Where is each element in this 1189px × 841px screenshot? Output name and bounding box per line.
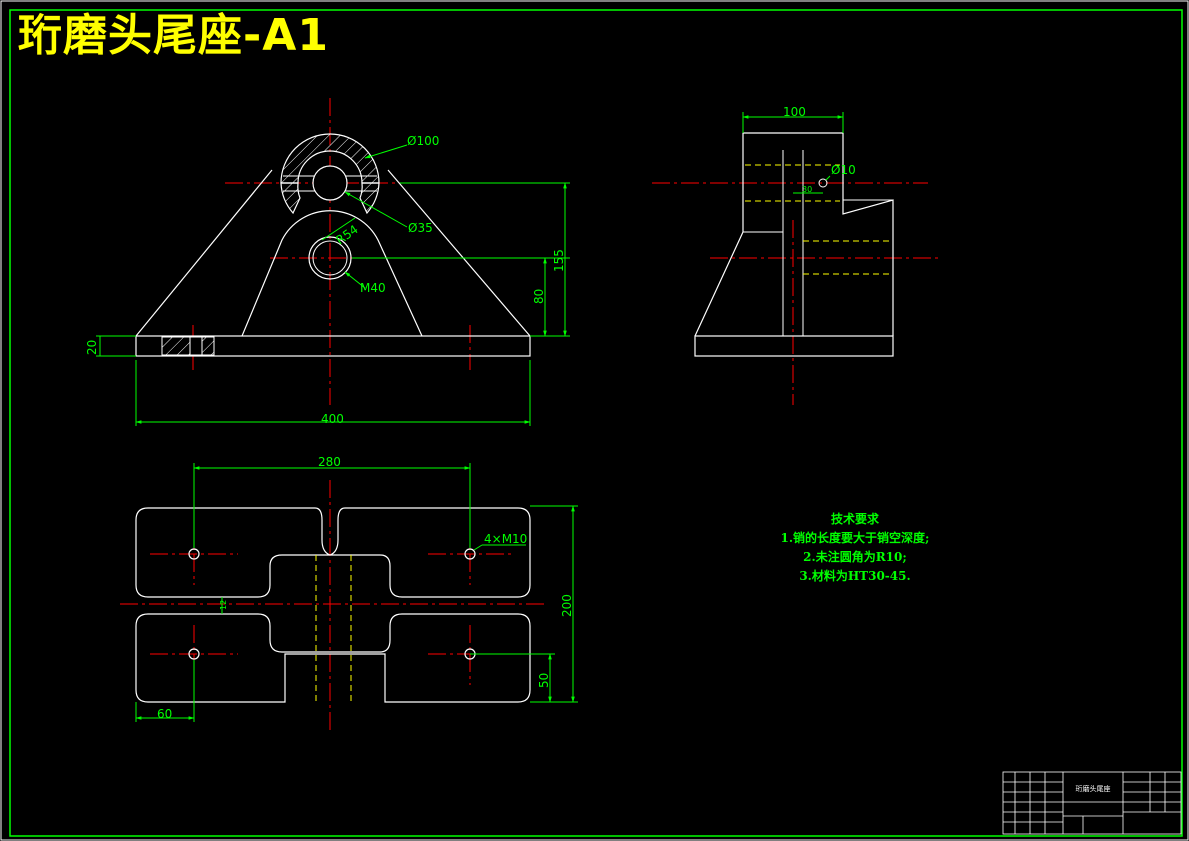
dim-r54: R54 [333, 222, 360, 247]
drawing-title: 珩磨头尾座-A1 [18, 10, 329, 61]
technical-requirements: 技术要求 1.销的长度要大于销空深度; 2.未注圆角为R10; 3.材料为HT3… [755, 510, 955, 586]
tech-req-item-2: 2.未注圆角为R10; [803, 550, 907, 564]
tech-req-item-1: 1.销的长度要大于销空深度; [780, 531, 930, 545]
dim-80: 80 [532, 289, 546, 304]
dim-200: 200 [560, 594, 574, 617]
dim-155: 155 [552, 249, 566, 272]
dim-12: 12 [219, 600, 228, 610]
dim-400: 400 [321, 412, 344, 426]
front-view [96, 98, 570, 426]
dim-4xm10: 4×M10 [484, 532, 527, 546]
dim-phi10: Ø10 [831, 163, 856, 177]
tech-req-item-3: 3.材料为HT30-45. [799, 569, 911, 583]
dim-20: 20 [85, 340, 99, 355]
dim-phi100: Ø100 [407, 134, 439, 148]
dim-m40: M40 [360, 281, 386, 295]
dim-30: 30 [802, 185, 812, 194]
dim-100: 100 [783, 105, 806, 119]
dim-280: 280 [318, 455, 341, 469]
title-block [1002, 771, 1182, 835]
dim-60: 60 [157, 707, 172, 721]
tech-req-heading: 技术要求 [830, 512, 879, 526]
side-view [652, 112, 940, 405]
sheet-border-inner [9, 9, 1183, 837]
dim-50: 50 [537, 673, 551, 688]
top-view [120, 463, 578, 730]
dim-phi35: Ø35 [408, 221, 433, 235]
title-block-part-name: 珩磨头尾座 [1076, 784, 1111, 793]
